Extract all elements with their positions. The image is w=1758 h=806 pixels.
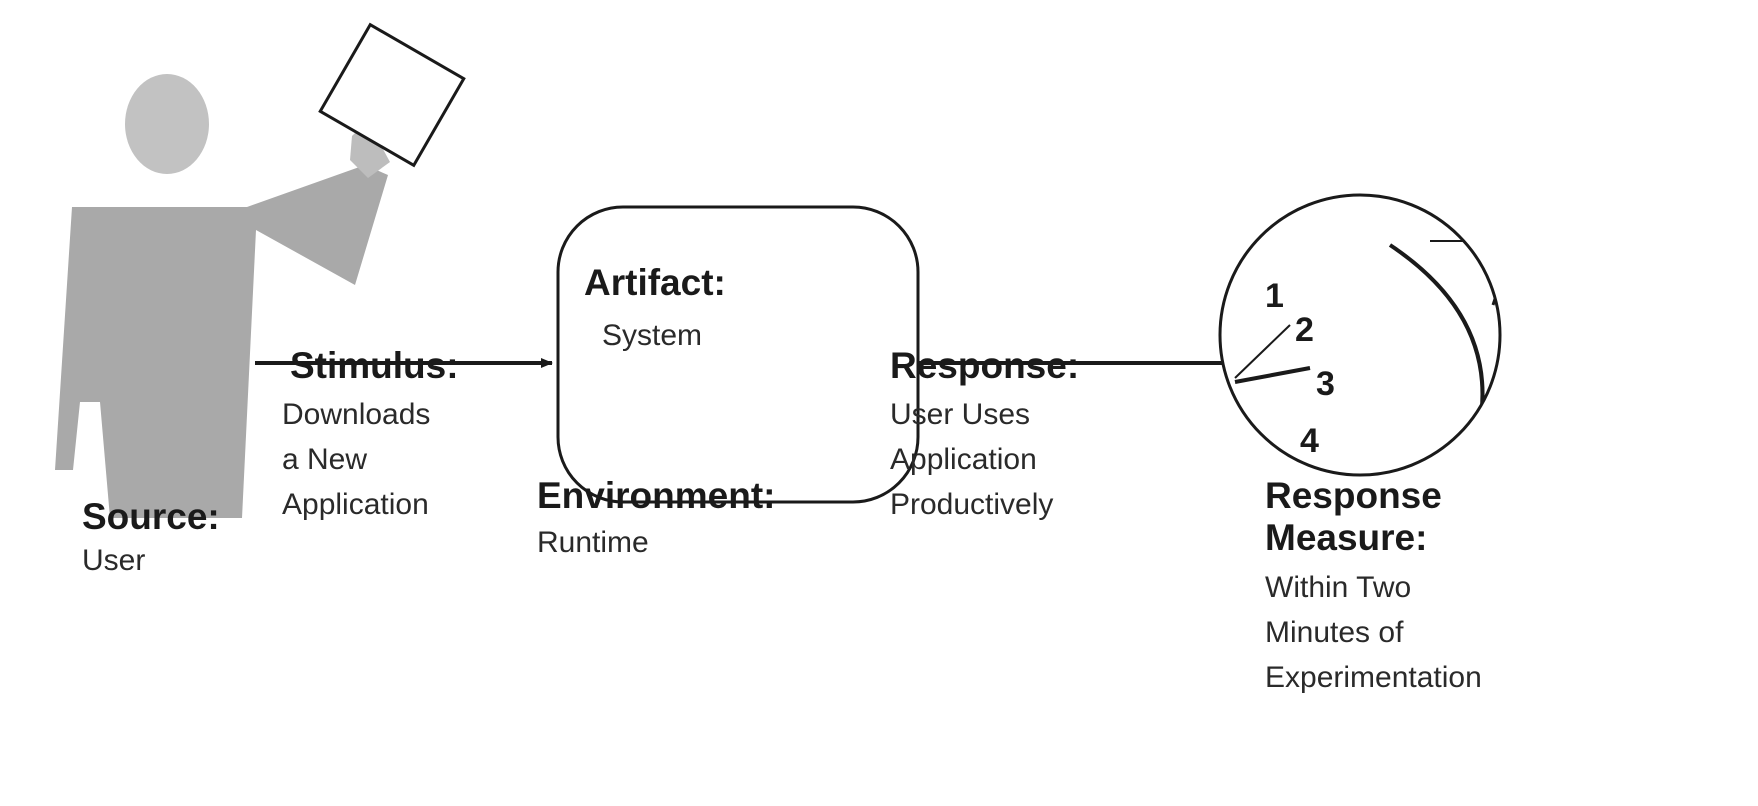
bar-ticks-icon bbox=[1508, 438, 1580, 470]
stimulus-text: Downloads a New Application bbox=[282, 392, 430, 527]
dial-number-3: 3 bbox=[1316, 365, 1335, 403]
measurement-dial-icon: 1 2 3 4 bbox=[1218, 193, 1580, 477]
response-measure-line: Within Two bbox=[1265, 571, 1412, 604]
source-value: User bbox=[82, 544, 146, 577]
user-body bbox=[55, 165, 388, 518]
dial-number-1: 1 bbox=[1265, 277, 1284, 315]
stimulus-line: Downloads bbox=[282, 398, 431, 431]
response-measure-line: Minutes of bbox=[1265, 616, 1404, 649]
response-measure-heading-line: Response bbox=[1265, 475, 1442, 516]
response-line: Productively bbox=[890, 488, 1054, 521]
zigzag-signal-icon bbox=[1491, 266, 1500, 310]
source-heading: Source: bbox=[82, 496, 220, 537]
stimulus-line: a New bbox=[282, 443, 368, 476]
response-line: User Uses bbox=[890, 398, 1031, 431]
artifact-box bbox=[556, 205, 920, 504]
dial-circle bbox=[1218, 193, 1502, 477]
response-heading: Response: bbox=[890, 345, 1080, 386]
artifact-value: System bbox=[602, 319, 703, 352]
environment-heading: Environment: bbox=[537, 475, 776, 516]
dial-number-4: 4 bbox=[1300, 422, 1319, 460]
stimulus-heading: Stimulus: bbox=[290, 345, 459, 386]
user-figure-icon bbox=[55, 22, 466, 518]
response-measure-text: Within Two Minutes of Experimentation bbox=[1265, 565, 1482, 700]
user-head bbox=[125, 74, 209, 174]
environment-value: Runtime bbox=[537, 526, 649, 559]
artifact-heading: Artifact: bbox=[584, 262, 726, 303]
dial-number-2: 2 bbox=[1295, 311, 1314, 349]
dial-needle-thin bbox=[1234, 324, 1291, 379]
stimulus-line: Application bbox=[282, 488, 429, 521]
response-measure-heading-line: Measure: bbox=[1265, 517, 1428, 558]
document-icon bbox=[318, 22, 466, 168]
response-text: User Uses Application Productively bbox=[890, 392, 1053, 527]
dial-needle-thick bbox=[1234, 366, 1311, 384]
response-measure-line: Experimentation bbox=[1265, 661, 1482, 694]
response-line: Application bbox=[890, 443, 1037, 476]
response-measure-heading: Response Measure: bbox=[1265, 475, 1442, 559]
